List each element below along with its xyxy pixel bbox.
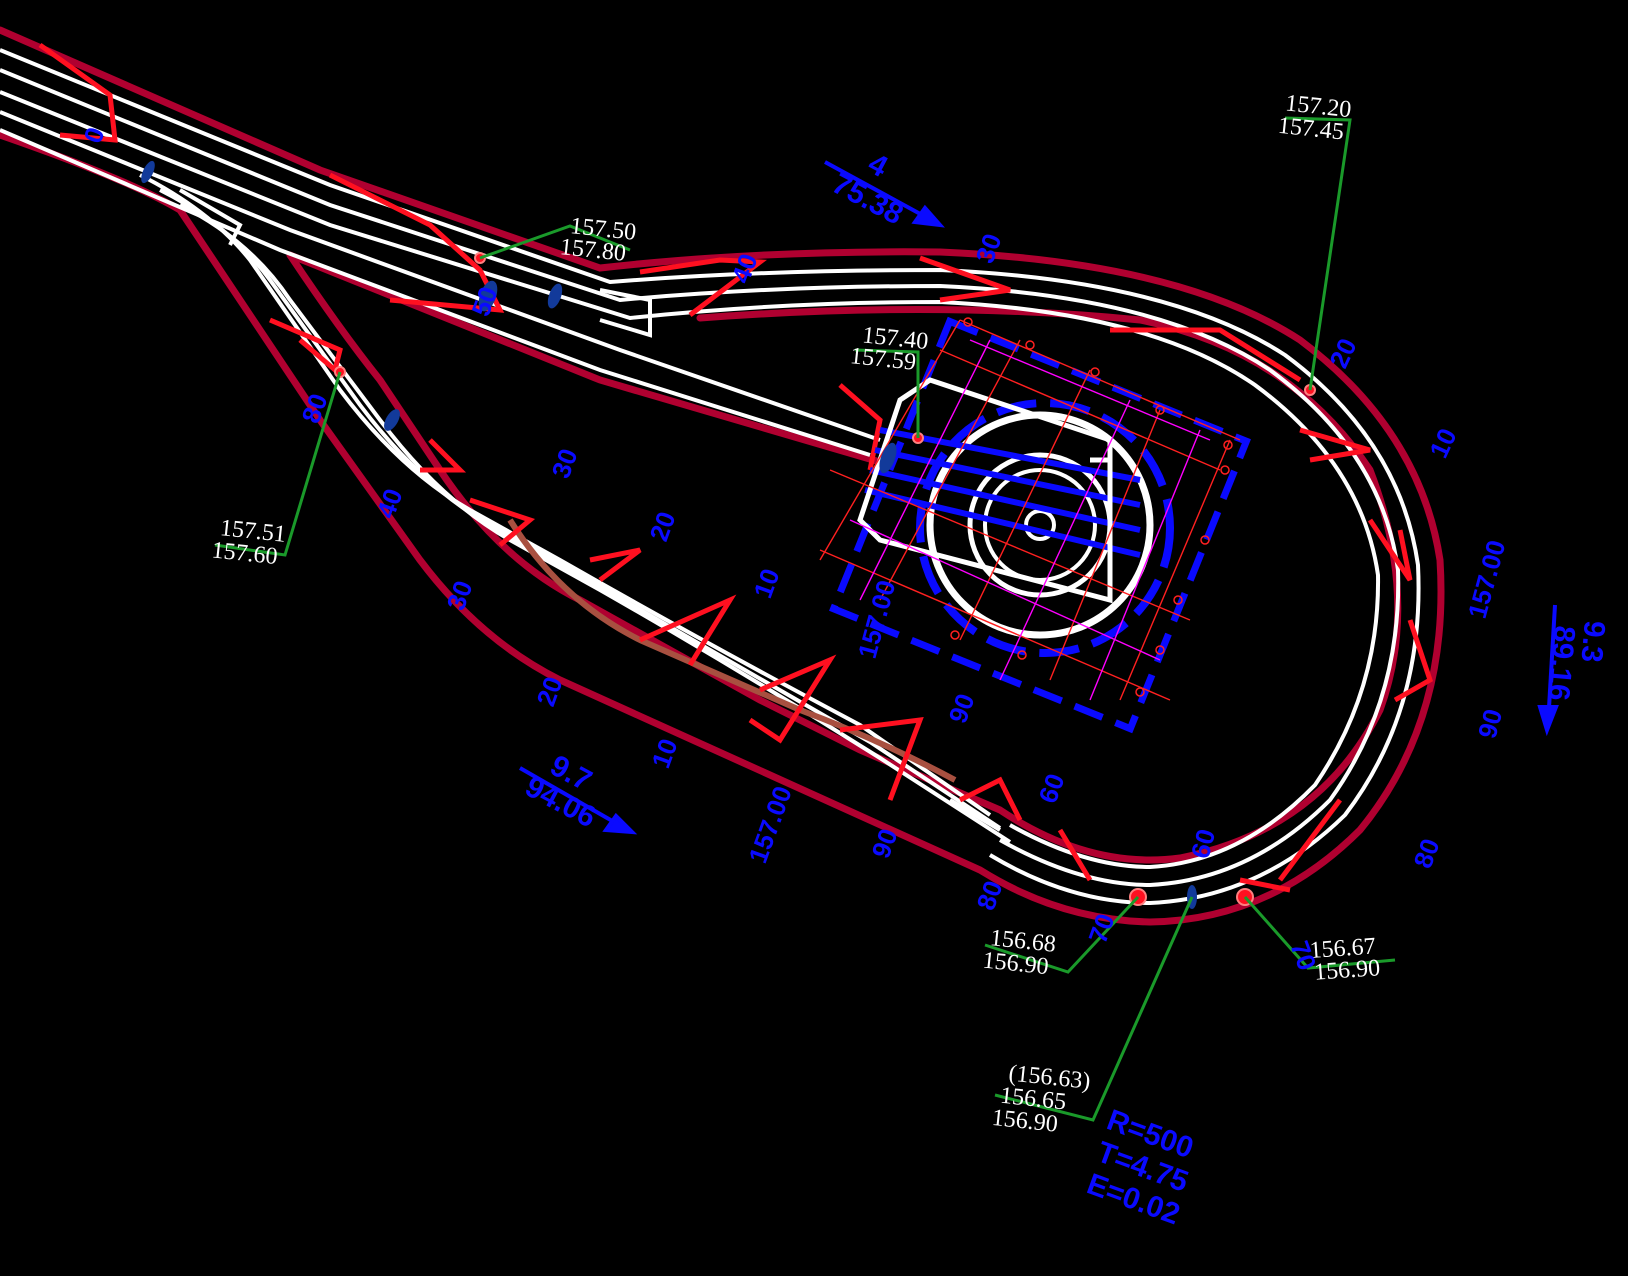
red-circle-markers: [334, 252, 1316, 906]
station-label: 157.00: [1462, 537, 1512, 622]
roundabout-structure: [829, 316, 1251, 734]
svg-text:157.59: 157.59: [849, 343, 917, 376]
station-label: 30: [440, 577, 478, 614]
station-label: 10: [747, 565, 785, 602]
station-label: 60: [1185, 826, 1221, 862]
elevation-e7: (156.63) 156.65 156.90: [991, 1060, 1092, 1138]
svg-text:156.90: 156.90: [991, 1105, 1059, 1138]
elevation-e3: 157.40 157.59: [849, 322, 930, 376]
svg-text:156.90: 156.90: [981, 947, 1049, 980]
lane-lines: [0, 48, 1421, 906]
elevation-labels: 157.50 157.80 157.20 157.45 157.40 157.5…: [210, 90, 1381, 1138]
station-label: 90: [1472, 706, 1508, 742]
svg-text:157.80: 157.80: [559, 234, 627, 267]
curve-data: R=500 T=4.75 E=0.02: [1083, 1104, 1198, 1232]
elevation-e2: 157.20 157.45: [1277, 90, 1353, 146]
slope-bottom: 89.16: [1541, 624, 1580, 702]
station-label: 90: [942, 690, 980, 727]
chevron-markings: [38, 42, 1434, 893]
svg-text:157.60: 157.60: [210, 537, 278, 570]
slope-arrows: [519, 160, 1559, 835]
station-label: 157.00: [852, 577, 902, 662]
elevation-e4: 157.51 157.60: [210, 515, 287, 570]
road-edges: [0, 26, 1445, 926]
station-label: 60: [1032, 770, 1070, 807]
station-label: 40: [370, 485, 408, 522]
svg-text:156.90: 156.90: [1313, 955, 1381, 986]
elevation-e6: 156.67 156.90: [1309, 933, 1381, 986]
station-label: 157.00: [742, 782, 797, 867]
survey-grid: [819, 317, 1241, 701]
station-label: 80: [1407, 835, 1445, 872]
station-label: 30: [545, 445, 583, 482]
svg-text:157.45: 157.45: [1277, 113, 1345, 146]
station-label: 30: [969, 230, 1007, 267]
blue-markers: [141, 160, 1197, 909]
drain-line: [507, 518, 957, 783]
elevation-e1: 157.50 157.80: [559, 213, 638, 267]
slope-top: 9.3: [1574, 619, 1611, 663]
station-label: 10: [1423, 424, 1462, 463]
station-label: 50: [465, 283, 503, 320]
elevation-e5: 156.68 156.90: [981, 925, 1057, 980]
slope-top: 4: [863, 147, 894, 184]
svg-text:156.67: 156.67: [1309, 933, 1377, 964]
station-label: 20: [643, 508, 681, 545]
leader-lines: [214, 116, 1396, 1122]
station-label: 10: [645, 735, 683, 772]
